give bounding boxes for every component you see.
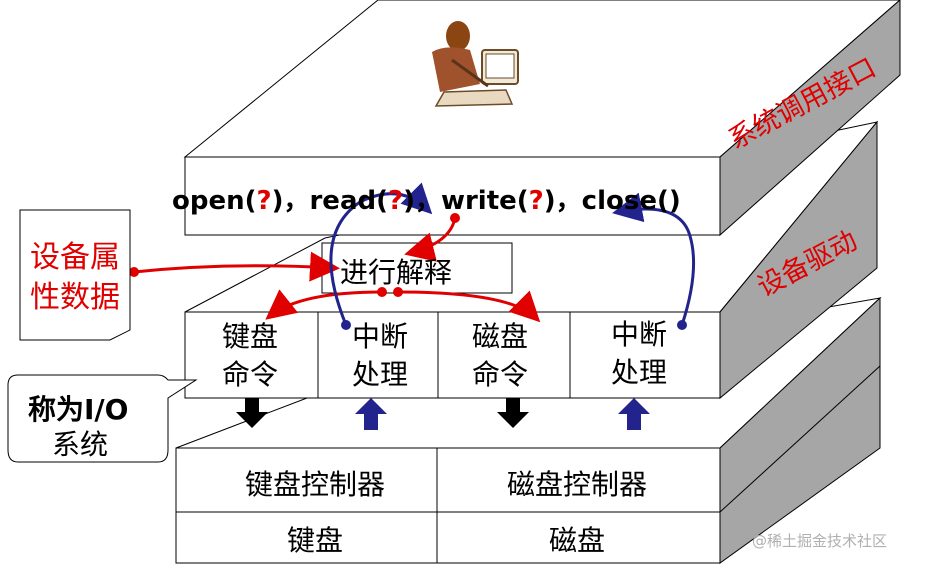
device-attr-note-line1: 设备属 [30, 240, 120, 275]
separator: )， [543, 186, 582, 216]
disk-controller-label: 磁盘控制器 [506, 468, 647, 501]
cell-line: 键盘 [221, 320, 278, 353]
io-note-line2: 系统 [52, 428, 109, 461]
down-arrow-disk [497, 398, 529, 428]
separator: )， [403, 186, 441, 216]
syscall-functions: open(?)，read(?)，write(?)，close() [172, 180, 681, 217]
bottom-side-divider [719, 365, 881, 513]
interpret-label: 进行解释 [340, 256, 453, 289]
controller-row [175, 447, 721, 513]
keyboard-device-label: 键盘 [286, 524, 343, 557]
io-note-line1: 称为I/O [28, 393, 129, 426]
interpret-to-disk-cmd-arrow [397, 290, 541, 323]
watermark: @稀土掘金技术社区 [752, 532, 888, 550]
keyboard-controller-label: 键盘控制器 [244, 468, 385, 501]
interrupt-to-read-arrow [329, 182, 433, 326]
cell-line: 处理 [351, 358, 408, 391]
interrupt-to-close-arrow [612, 192, 696, 326]
open-call: open( [172, 186, 257, 216]
flow-arrows [129, 182, 696, 430]
io-note-shape [7, 374, 198, 463]
close-call: close() [581, 186, 681, 216]
keyboard-command-cell: 键盘 命令 [195, 318, 305, 394]
cell-line: 命令 [221, 358, 278, 391]
device-attr-note-line2: 性数据 [30, 280, 120, 315]
cell-line: 磁盘 [471, 320, 528, 353]
up-arrow-keyboard-interrupt [355, 398, 387, 430]
read-call: read( [309, 186, 388, 216]
down-arrow-keyboard [236, 398, 268, 428]
driver-row [184, 311, 721, 399]
user-at-computer-illustration [432, 21, 519, 107]
device-row [175, 511, 721, 564]
cell-line: 中断 [351, 320, 408, 353]
interpret-to-keyboard-cmd-arrow [265, 289, 383, 320]
disk-device-label: 磁盘 [548, 524, 605, 557]
separator: )， [271, 186, 310, 216]
read-param: ? [387, 186, 404, 216]
open-param: ? [256, 186, 272, 216]
up-arrow-disk-interrupt [618, 398, 650, 430]
device-attr-note-shape [19, 209, 131, 341]
attr-to-interpret-arrow [133, 251, 340, 282]
cell-line: 中断 [610, 318, 667, 351]
disk-command-cell: 磁盘 命令 [445, 318, 555, 394]
cell-line: 处理 [610, 356, 667, 389]
cell-line: 命令 [471, 358, 528, 391]
interrupt-handler-cell-1: 中断 处理 [325, 318, 435, 394]
write-param: ? [528, 186, 544, 216]
write-call: write( [440, 186, 529, 216]
interrupt-handler-cell-2: 中断 处理 [584, 316, 694, 392]
